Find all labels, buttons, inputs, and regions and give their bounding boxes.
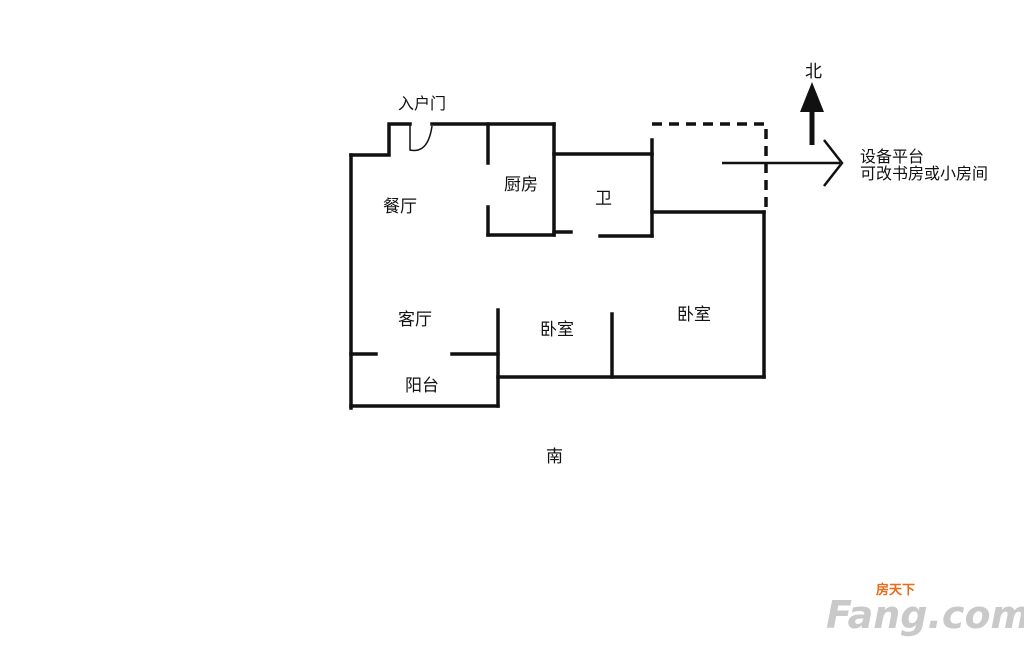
equipment-platform-outline — [652, 122, 768, 214]
watermark-brand-main: Fang.com — [826, 593, 1024, 637]
entrance-door-label: 入户门 — [398, 94, 446, 113]
kitchen-label: 厨房 — [504, 175, 538, 195]
bedroom-2-label: 卧室 — [677, 305, 711, 325]
living-room-label: 客厅 — [398, 310, 432, 330]
dining-room-label: 餐厅 — [383, 197, 417, 217]
wall-north-west — [349, 122, 412, 157]
bedroom-1-label: 卧室 — [540, 320, 574, 340]
bathroom-label: 卫 — [595, 189, 612, 209]
north-label: 北 — [805, 62, 822, 82]
south-label: 南 — [546, 447, 563, 467]
entrance-door-swing — [409, 124, 433, 152]
platform-pointer-arrowhead — [823, 139, 844, 187]
balcony-label: 阳台 — [405, 376, 439, 396]
equipment-platform-note: 可改书房或小房间 — [860, 164, 988, 183]
watermark-brand-cn: 房天下 — [876, 582, 915, 598]
equipment-platform-label: 设备平台 — [860, 147, 924, 166]
fang-watermark: 房天下 Fang.com — [826, 582, 1024, 637]
north-arrow-head — [800, 82, 824, 112]
